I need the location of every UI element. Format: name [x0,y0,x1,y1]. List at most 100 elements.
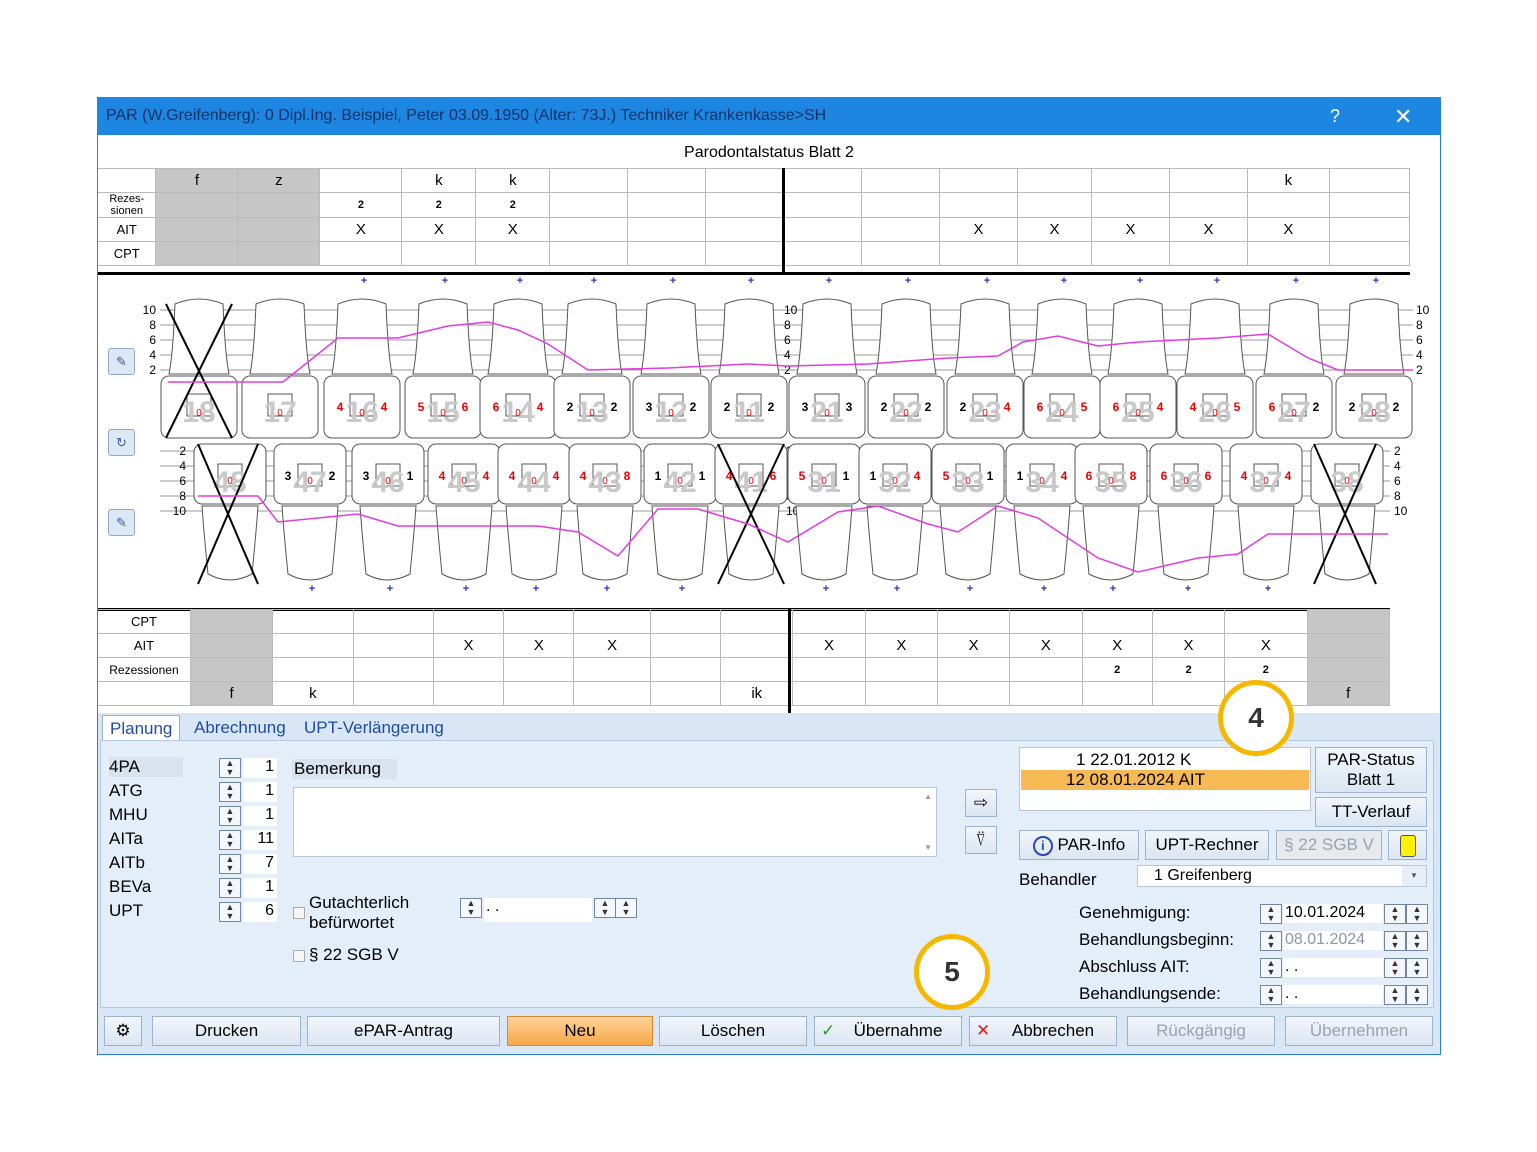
counter-stepper[interactable]: ▲▼ [219,878,241,898]
upper-cell-cpt[interactable] [783,241,863,266]
tooth-icon[interactable]: ⍢ [965,826,997,854]
lower-cell-cpt[interactable] [936,609,1011,634]
counter-value[interactable]: 7 [243,854,277,874]
date-input[interactable]: . . [1283,985,1383,1004]
lower-cell-cpt[interactable] [720,609,794,634]
upper-cell-cpt[interactable] [401,241,477,266]
lower-cell-rez[interactable] [352,657,434,682]
upper-cell-ait[interactable] [1328,217,1411,242]
upper-cell-cpt[interactable] [627,241,707,266]
lower-cell-cpt[interactable] [432,609,505,634]
counter-value[interactable]: 1 [243,806,277,826]
upper-cell-rez[interactable]: 2 [401,192,477,218]
tab-upt-verlaengerung[interactable]: UPT-Verlängerung [304,718,444,737]
upper-cell-status[interactable] [939,168,1019,193]
lower-cell-cpt[interactable] [503,609,575,634]
uebernahme-button[interactable]: ✓Übernahme [814,1016,962,1046]
status-list[interactable]: 1 22.01.2012 K 12 08.01.2024 AIT [1019,747,1311,811]
upper-cell-ait[interactable]: X [1091,217,1170,242]
upper-cell-status[interactable] [1017,168,1092,193]
lower-cell-status[interactable] [503,681,575,706]
upper-cell-rez[interactable] [627,192,707,218]
date-spin[interactable]: ▲▼ [1260,931,1282,951]
upper-cell-rez[interactable] [861,192,941,218]
counter-stepper[interactable]: ▲▼ [219,782,241,802]
lower-cell-ait[interactable]: X [1081,633,1153,658]
lower-cell-cpt[interactable] [189,609,274,634]
date-spin[interactable]: ▲▼ [1384,904,1406,924]
upper-cell-rez[interactable] [1017,192,1092,218]
lower-cell-status[interactable] [352,681,434,706]
upper-cell-cpt[interactable] [939,241,1019,266]
status-item-selected[interactable]: 12 08.01.2024 AIT [1021,770,1309,790]
lower-cell-cpt[interactable] [1224,609,1308,634]
lower-cell-status[interactable] [1081,681,1153,706]
edit-upper-icon[interactable]: ✎ [108,348,135,375]
tab-abrechnung[interactable]: Abrechnung [194,718,286,737]
uebernehmen-button[interactable]: Übernehmen [1285,1016,1433,1046]
close-icon[interactable]: ✕ [1394,104,1413,129]
lower-cell-rez[interactable] [864,657,938,682]
upper-cell-ait[interactable] [237,217,321,242]
lower-cell-cpt[interactable] [864,609,938,634]
lower-cell-status[interactable]: f [189,681,274,706]
upper-cell-ait[interactable]: X [319,217,403,242]
lower-cell-status[interactable] [1151,681,1226,706]
lower-cell-cpt[interactable] [352,609,434,634]
lower-cell-rez[interactable] [432,657,505,682]
lower-cell-rez[interactable] [1009,657,1083,682]
upper-cell-cpt[interactable] [861,241,941,266]
lower-cell-rez[interactable] [720,657,794,682]
tt-verlauf-button[interactable]: TT-Verlauf [1315,797,1427,827]
lower-cell-ait[interactable] [649,633,722,658]
upper-cell-status[interactable]: k [1246,168,1330,193]
behandler-select[interactable]: 1 Greifenberg ▼ [1137,865,1427,887]
counter-stepper[interactable]: ▲▼ [219,830,241,850]
counter-stepper[interactable]: ▲▼ [219,806,241,826]
upper-cell-rez[interactable] [783,192,863,218]
upper-cell-status[interactable] [1328,168,1411,193]
lower-cell-ait[interactable] [272,633,354,658]
upper-cell-status[interactable]: f [155,168,239,193]
date-input[interactable]: 10.01.2024 [1283,904,1383,923]
lower-cell-rez[interactable] [1306,657,1391,682]
lower-cell-ait[interactable]: X [1151,633,1226,658]
counter-value[interactable]: 1 [243,782,277,802]
counter-value[interactable]: 1 [243,758,277,778]
lower-cell-ait[interactable]: X [573,633,651,658]
lower-cell-status[interactable] [432,681,505,706]
date-spin[interactable]: ▲▼ [1384,985,1406,1005]
date-spin[interactable]: ▲▼ [1406,904,1428,924]
gutachterlich-spin-right-1[interactable]: ▲▼ [594,898,616,918]
upper-cell-ait[interactable] [549,217,629,242]
scroll-down-icon[interactable]: ▼ [924,843,932,852]
lower-cell-ait[interactable] [352,633,434,658]
lower-cell-rez[interactable] [272,657,354,682]
lower-cell-status[interactable] [1009,681,1083,706]
upper-cell-cpt[interactable] [1246,241,1330,266]
upper-cell-ait[interactable]: X [1017,217,1092,242]
upper-cell-status[interactable]: k [401,168,477,193]
upper-cell-cpt[interactable] [1168,241,1248,266]
date-input[interactable]: . . [1283,958,1383,977]
date-spin[interactable]: ▲▼ [1260,985,1282,1005]
sgb-button[interactable]: § 22 SGB V [1276,830,1382,860]
gutachterlich-spin-left[interactable]: ▲▼ [460,898,482,918]
upper-cell-status[interactable] [861,168,941,193]
lower-cell-cpt[interactable] [573,609,651,634]
upper-cell-cpt[interactable] [155,241,239,266]
upper-cell-rez[interactable] [1168,192,1248,218]
lower-cell-status[interactable]: ik [720,681,794,706]
bemerkung-textarea[interactable]: ▲ ▼ [293,787,937,857]
upper-cell-ait[interactable]: X [939,217,1019,242]
upper-cell-ait[interactable] [155,217,239,242]
upper-cell-ait[interactable]: X [1168,217,1248,242]
upper-cell-rez[interactable]: 2 [475,192,551,218]
lower-cell-rez[interactable]: 2 [1224,657,1308,682]
upper-cell-ait[interactable] [627,217,707,242]
scroll-up-icon[interactable]: ▲ [924,792,932,801]
upper-cell-ait[interactable] [705,217,785,242]
upper-cell-rez[interactable] [237,192,321,218]
lower-cell-ait[interactable] [189,633,274,658]
lower-cell-rez[interactable] [936,657,1011,682]
